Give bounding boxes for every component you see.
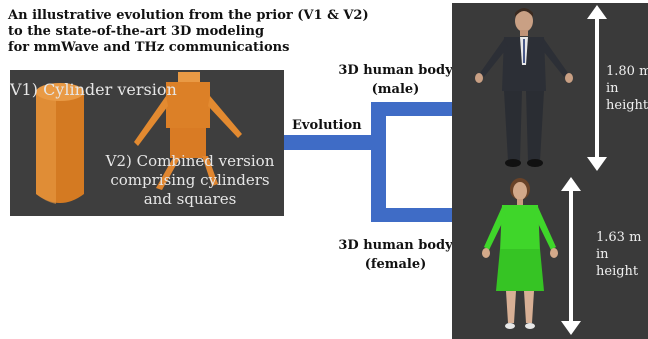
male-label-line-1: 3D human body <box>338 63 453 78</box>
v1-label: V1) Cylinder version <box>10 80 177 99</box>
v2-label-line-1: V2) Combined version <box>105 152 275 170</box>
male-height-word: height <box>606 98 648 113</box>
evolution-label: Evolution <box>292 118 362 133</box>
female-height-value: 1.63 m <box>596 230 642 245</box>
female-height-word: height <box>596 264 639 279</box>
male-height-text: 1.80 m in height <box>606 63 648 114</box>
female-model-panel: 1.63 m in height <box>452 173 648 339</box>
prior-models-panel <box>10 70 284 216</box>
connector-branch-female <box>371 208 454 222</box>
male-body-label: 3D human body (male) <box>333 61 458 99</box>
title-line-3: for mmWave and THz communications <box>8 40 290 55</box>
connector-stem <box>284 135 379 150</box>
male-label-line-2: (male) <box>371 82 420 97</box>
female-height-text: 1.63 m in height <box>596 229 641 280</box>
female-height-arrow <box>561 177 581 335</box>
v2-label: V2) Combined version comprising cylinder… <box>100 152 280 209</box>
male-height-value: 1.80 m <box>606 64 648 79</box>
female-label-line-2: (female) <box>364 257 427 272</box>
connector-spine <box>371 102 386 222</box>
combined-model <box>134 72 242 190</box>
v2-label-line-2: comprising cylinders <box>110 171 270 189</box>
title-line-1: An illustrative evolution from the prior… <box>8 8 369 23</box>
male-height-arrow <box>587 5 607 171</box>
male-body-model <box>475 8 573 167</box>
title-line-2: to the state-of-the-art 3D modeling <box>8 24 265 39</box>
female-figure <box>482 177 581 335</box>
female-label-line-1: 3D human body <box>338 238 453 253</box>
male-figure <box>475 5 607 171</box>
cylinder-model <box>36 83 84 204</box>
evolution-connector <box>284 102 454 222</box>
male-model-panel: 1.80 m in height <box>452 3 648 173</box>
connector-branch-male <box>371 102 454 116</box>
female-body-model <box>482 178 558 329</box>
female-body-label: 3D human body (female) <box>333 236 458 274</box>
figure-title: An illustrative evolution from the prior… <box>8 8 369 56</box>
prior-models-render <box>36 72 242 204</box>
v2-label-line-3: and squares <box>143 190 237 208</box>
female-height-in: in <box>596 247 609 262</box>
male-height-in: in <box>606 81 619 96</box>
